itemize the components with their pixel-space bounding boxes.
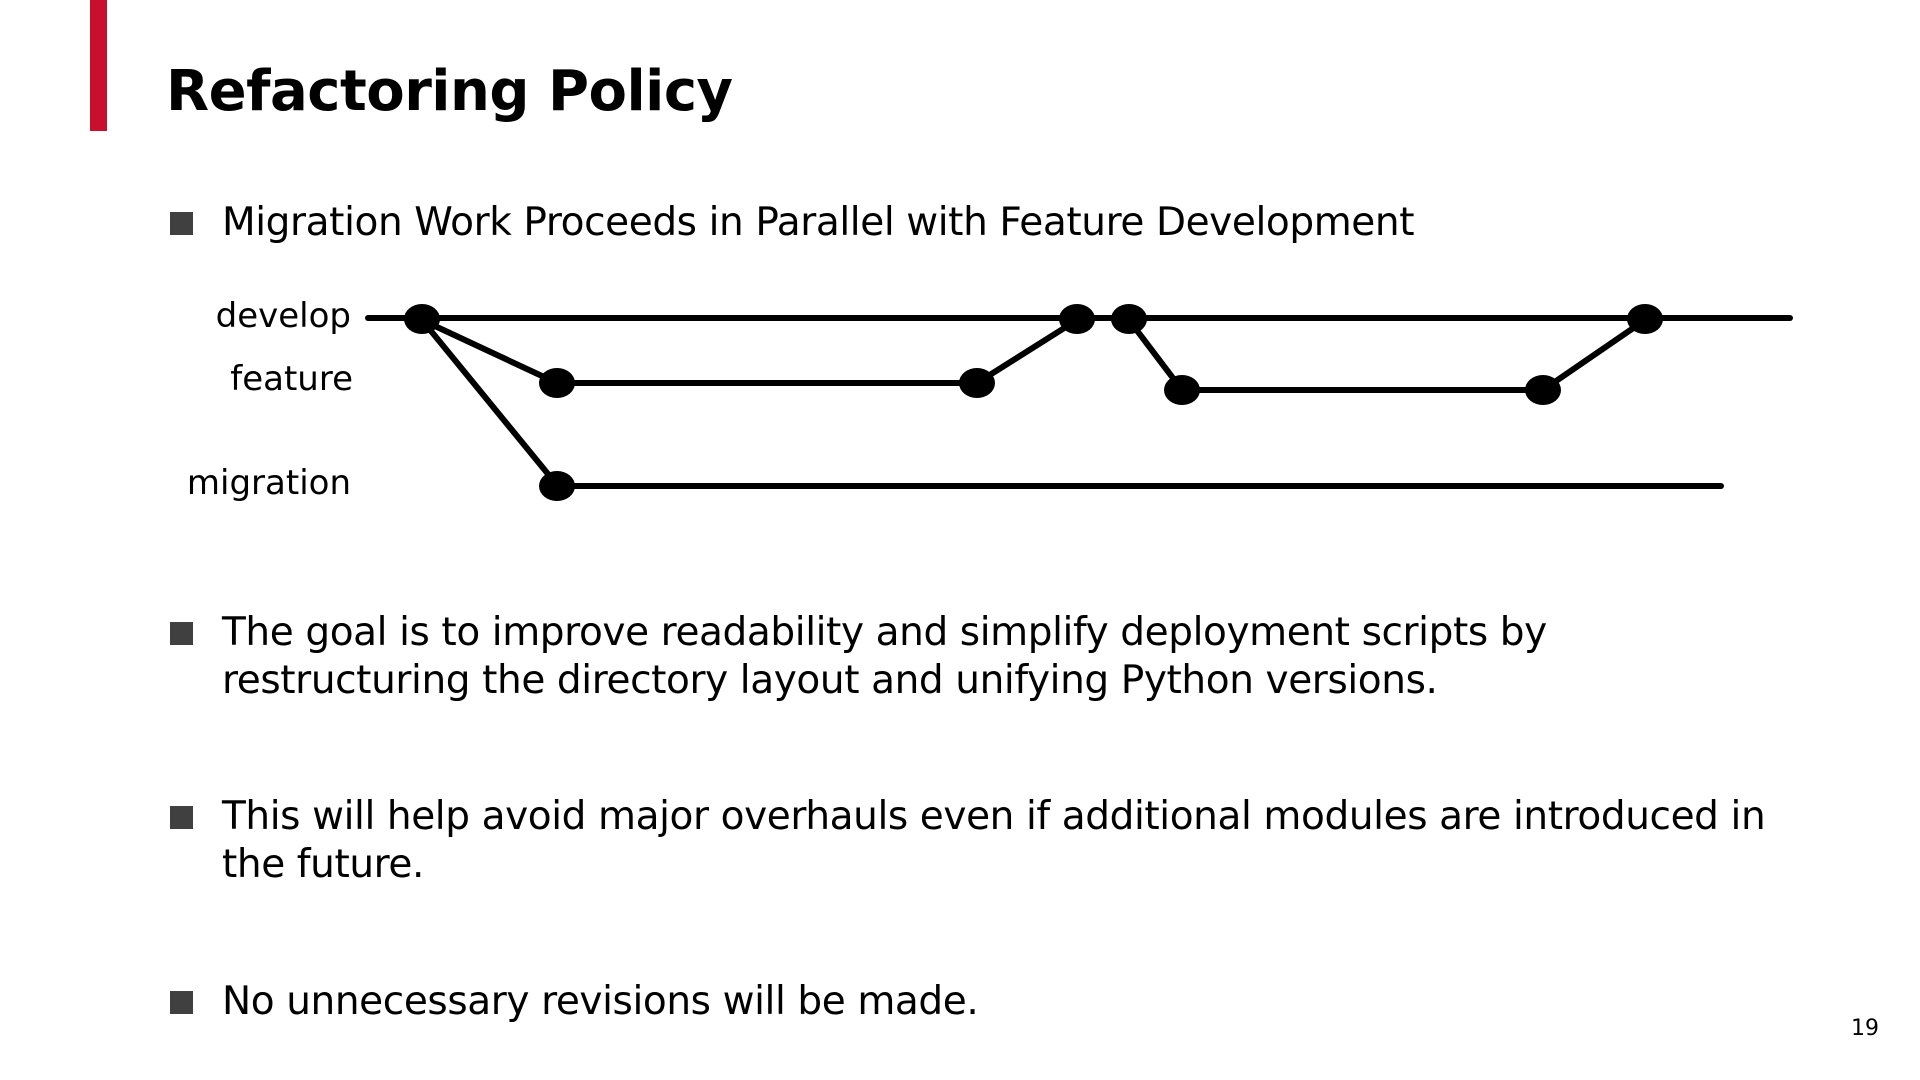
square-bullet-icon: [170, 806, 193, 829]
title-accent-bar: [90, 0, 107, 131]
square-bullet-icon: [170, 991, 193, 1014]
develop-merge-node: [1627, 304, 1663, 334]
branch-label-migration: migration: [187, 463, 351, 503]
feature-fork-line-2: [1126, 317, 1185, 393]
bullet-item: The goal is to improve readability and s…: [170, 609, 1790, 705]
bullet-item: This will help avoid major overhauls eve…: [170, 793, 1790, 889]
square-bullet-icon: [170, 212, 193, 235]
feature-commit-node: [539, 368, 575, 398]
bullet-text: No unnecessary revisions will be made.: [222, 979, 979, 1024]
page-number: 19: [1851, 1016, 1879, 1041]
square-bullet-icon: [170, 622, 193, 645]
feature-merge-line-1: [974, 317, 1080, 386]
feature-commit-node: [1525, 375, 1561, 405]
branch-label-develop: develop: [216, 296, 351, 336]
bullet-text: Migration Work Proceeds in Parallel with…: [222, 200, 1415, 245]
feature-commit-node: [959, 368, 995, 398]
develop-commit-node: [1111, 304, 1147, 334]
develop-commit-node: [404, 304, 440, 334]
bullet-item: No unnecessary revisions will be made.: [170, 978, 1790, 1026]
branch-label-feature: feature: [230, 359, 353, 399]
bullet-text: The goal is to improve readability and s…: [222, 610, 1547, 703]
develop-merge-node: [1059, 304, 1095, 334]
migration-fork-line: [419, 317, 560, 488]
slide-title: Refactoring Policy: [166, 59, 733, 124]
feature-merge-line-2: [1540, 317, 1648, 393]
migration-commit-node: [539, 471, 575, 501]
bullet-text: This will help avoid major overhauls eve…: [222, 794, 1766, 887]
feature-commit-node: [1164, 375, 1200, 405]
feature-fork-line: [419, 317, 560, 386]
bullet-item: Migration Work Proceeds in Parallel with…: [170, 199, 1790, 247]
